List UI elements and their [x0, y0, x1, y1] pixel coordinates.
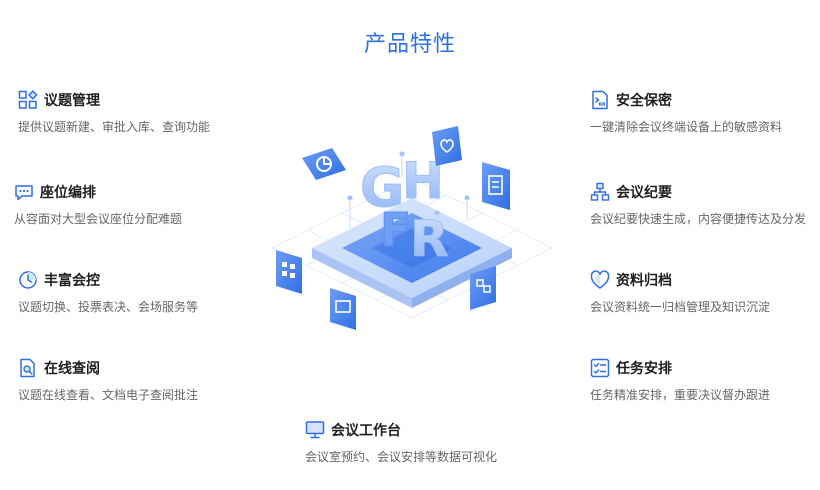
feature-description: 会议纪要快速生成，内容便捷传达及分发 [590, 212, 807, 226]
feature-description: 一键清除会议终端设备上的敏感资料 [590, 120, 783, 134]
feature-title: 安全保密 [616, 93, 672, 109]
secure-document-icon [590, 90, 610, 110]
feature-title: 在线查阅 [44, 361, 100, 377]
letter-f: F [380, 203, 411, 257]
feature-task-arrangement: 任务安排 任务精准安排，重要决议督办跟进 [590, 356, 820, 403]
feature-title: 议题管理 [44, 93, 100, 109]
tile-heart [432, 126, 462, 166]
feature-description: 会议资料统一归档管理及知识沉淀 [590, 300, 771, 314]
feature-title: 资料归档 [616, 273, 672, 289]
feature-title: 任务安排 [616, 361, 672, 377]
feature-description: 议题切换、投票表决、会场服务等 [18, 300, 199, 314]
org-chart-icon [590, 182, 610, 202]
tile-chat [330, 288, 356, 330]
feature-title: 会议工作台 [331, 423, 401, 439]
feature-title: 会议纪要 [616, 185, 672, 201]
letter-r: R [410, 210, 449, 268]
clock-icon [18, 270, 38, 290]
feature-seat-arrangement: 座位编排 从容面对大型会议座位分配难题 [14, 180, 264, 227]
monitor-icon [305, 420, 325, 440]
page-title: 产品特性 [363, 32, 456, 57]
heart-shield-icon [590, 270, 610, 290]
feature-title: 座位编排 [40, 185, 96, 201]
feature-description: 会议室预约、会议安排等数据可视化 [305, 450, 498, 464]
feature-security: 安全保密 一键清除会议终端设备上的敏感资料 [590, 88, 820, 135]
isometric-illustration: G H F R [262, 118, 562, 358]
feature-archive: 资料归档 会议资料统一归档管理及知识沉淀 [590, 268, 820, 315]
chat-bubble-icon [14, 182, 34, 202]
feature-description: 任务精准安排，重要决议督办跟进 [590, 388, 771, 402]
tile-cubes [470, 266, 496, 310]
tile-pie [302, 148, 346, 180]
feature-rich-control: 丰富会控 议题切换、投票表决、会场服务等 [18, 268, 268, 315]
tile-document [482, 162, 510, 210]
feature-description: 提供议题新建、审批入库、查询功能 [18, 120, 211, 134]
feature-meeting-workbench: 会议工作台 会议室预约、会议安排等数据可视化 [305, 418, 555, 465]
feature-description: 议题在线查看、文档电子查阅批注 [18, 388, 199, 402]
feature-topic-management: 议题管理 提供议题新建、审批入库、查询功能 [18, 88, 268, 135]
grid-diamond-icon [18, 90, 38, 110]
platform [312, 198, 512, 308]
feature-meeting-minutes: 会议纪要 会议纪要快速生成，内容便捷传达及分发 [590, 180, 820, 227]
checklist-icon [590, 358, 610, 378]
document-search-icon [18, 358, 38, 378]
feature-online-review: 在线查阅 议题在线查看、文档电子查阅批注 [18, 356, 268, 403]
letter-g: G [360, 156, 404, 219]
feature-description: 从容面对大型会议座位分配难题 [14, 212, 183, 226]
feature-title: 丰富会控 [44, 273, 100, 289]
tile-grid [276, 250, 302, 294]
